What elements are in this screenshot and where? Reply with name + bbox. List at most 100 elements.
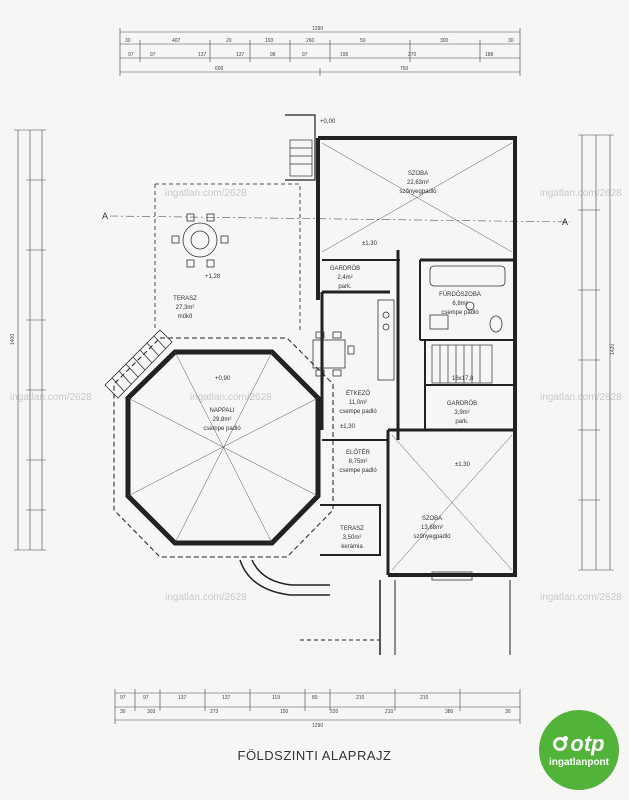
dim-bottom-row2: 303 bbox=[147, 709, 156, 715]
dim-top-row2: 137 bbox=[236, 52, 245, 58]
dim-bottom-row1: 210 bbox=[356, 695, 365, 701]
room-area: 6,8m² bbox=[452, 301, 467, 307]
room-labels: SZOBA 22,63m² szőnyegpadló TERASZ 27,3m²… bbox=[173, 171, 481, 550]
room-area: 29,8m² bbox=[213, 417, 232, 423]
dim-top-row2: 188 bbox=[485, 52, 494, 58]
room-name: GARDRÓB bbox=[330, 265, 360, 272]
room-floor: szőnyegpadló bbox=[399, 189, 437, 195]
watermark-text: ingatlan.com/2628 bbox=[540, 392, 622, 403]
dim-top-row: 407 bbox=[172, 38, 181, 44]
otp-logo-word: otp bbox=[570, 730, 605, 756]
room-diagonals bbox=[127, 142, 513, 571]
watermark-layer: ingatlan.com/2628 ingatlan.com/2628 inga… bbox=[10, 188, 622, 603]
room-floor: csempe padló bbox=[441, 310, 479, 316]
garage-door bbox=[431, 571, 473, 581]
right-dimension-chain bbox=[578, 134, 614, 571]
dim-top-row: 50 bbox=[360, 38, 366, 44]
section-mark-right: A bbox=[562, 217, 568, 227]
dim-top-row2: 97 bbox=[302, 52, 308, 58]
drawing-caption: FÖLDSZINTI ALAPRAJZ bbox=[237, 748, 392, 763]
dim-top-row2: 98 bbox=[270, 52, 276, 58]
dim-top-row2: 137 bbox=[198, 52, 207, 58]
room-name: GARDRÓB bbox=[447, 400, 477, 407]
dim-bottom-row2: 220 bbox=[330, 709, 339, 715]
room-gardrob-1: GARDRÓB 2,4m² park. bbox=[330, 265, 360, 290]
level-terrace: +1,28 bbox=[205, 274, 221, 280]
room-floor: park. bbox=[455, 419, 469, 425]
room-area: 8,75m² bbox=[349, 459, 368, 465]
dim-bottom-row1: 97 bbox=[143, 695, 149, 701]
section-line: A A bbox=[102, 211, 571, 227]
outdoor-stairs bbox=[104, 329, 173, 399]
otp-ingatlanpont-logo: otp ingatlanpont bbox=[539, 710, 619, 790]
dim-top-row: 193 bbox=[265, 38, 274, 44]
dim-top-row: 30 bbox=[508, 38, 514, 44]
room-area: 22,63m² bbox=[407, 180, 429, 186]
top-dimension-chain bbox=[119, 28, 521, 76]
dim-bottom-row1: 137 bbox=[222, 695, 231, 701]
dim-bottom-row1: 80 bbox=[312, 695, 318, 701]
stair-label: 16x17,8 bbox=[452, 376, 474, 382]
dim-top-row: 300 bbox=[440, 38, 449, 44]
watermark-text: ingatlan.com/2628 bbox=[165, 188, 247, 199]
otp-logo-subtitle: ingatlanpont bbox=[549, 756, 609, 768]
room-floor: szőnyegpadló bbox=[413, 534, 451, 540]
dim-top-row2: 195 bbox=[340, 52, 349, 58]
room-floor: kerámia bbox=[341, 544, 363, 550]
room-name: ELŐTÉR bbox=[346, 449, 371, 456]
otp-logo-row: otp bbox=[553, 730, 605, 756]
room-name: SZOBA bbox=[408, 171, 428, 177]
dim-top-total: 1290 bbox=[312, 26, 323, 32]
dim-bottom-row2: 210 bbox=[385, 709, 394, 715]
room-furdoszoba: FÜRDŐSZOBA 6,8m² csempe padló bbox=[439, 291, 481, 316]
level-main: ±1,30 bbox=[340, 424, 356, 430]
level-main: ±1,30 bbox=[362, 241, 378, 247]
terrace-table bbox=[171, 213, 229, 268]
dim-right-total: 1420 bbox=[610, 344, 616, 355]
room-floor: csempe padló bbox=[339, 409, 377, 415]
dim-bottom-row1: 119 bbox=[272, 695, 280, 701]
room-szoba-2: SZOBA 13,68m² szőnyegpadló bbox=[413, 516, 451, 540]
left-dimension-chain bbox=[14, 129, 46, 551]
room-nappali: NAPPALI 29,8m² csempe padló bbox=[203, 408, 241, 432]
bottom-dimension-chain bbox=[114, 689, 521, 724]
room-floor: csempe padló bbox=[339, 468, 377, 474]
level-main: ±1,30 bbox=[455, 462, 471, 468]
room-terasz-2: TERASZ 3,50m² kerámia bbox=[340, 526, 364, 550]
room-name: TERASZ bbox=[340, 526, 364, 532]
room-area: 13,68m² bbox=[421, 525, 443, 531]
dim-bottom-row2: 150 bbox=[280, 709, 289, 715]
otp-ring-icon bbox=[553, 735, 569, 751]
dim-top-row: 20 bbox=[226, 38, 232, 44]
dim-top-row2: 97 bbox=[128, 52, 134, 58]
dim-top-row3: 690 bbox=[215, 66, 224, 72]
dim-bottom-row2: 273 bbox=[210, 709, 219, 715]
level-markers: +0,00 ±1,30 ±1,30 ±1,30 +1,28 +0,90 16x1… bbox=[205, 119, 474, 468]
watermark-text: ingatlan.com/2628 bbox=[165, 592, 247, 603]
watermark-text: ingatlan.com/2628 bbox=[540, 592, 622, 603]
dim-bottom-total: 1290 bbox=[312, 723, 323, 729]
room-area: 2,4m² bbox=[337, 275, 352, 281]
room-floor: műkő bbox=[178, 314, 193, 320]
room-name: FÜRDŐSZOBA bbox=[439, 291, 481, 298]
walls bbox=[113, 114, 517, 655]
internal-stairs bbox=[289, 139, 493, 384]
dim-bottom-row1: 137 bbox=[178, 695, 187, 701]
watermark-text: ingatlan.com/2628 bbox=[10, 392, 92, 403]
room-area: 3,50m² bbox=[343, 535, 362, 541]
room-gardrob-2: GARDRÓB 3,9m² park. bbox=[447, 400, 477, 425]
room-terasz-1: TERASZ 27,3m² műkő bbox=[173, 296, 197, 320]
dim-bottom-row1: 210 bbox=[420, 695, 429, 701]
dining-table bbox=[312, 331, 355, 377]
room-name: TERASZ bbox=[173, 296, 197, 302]
dim-top-row2: 270 bbox=[408, 52, 417, 58]
level-top: +0,00 bbox=[320, 119, 336, 125]
room-area: 27,3m² bbox=[176, 305, 195, 311]
room-name: SZOBA bbox=[422, 516, 442, 522]
room-szoba-1: SZOBA 22,63m² szőnyegpadló bbox=[399, 171, 437, 195]
dim-bottom-row1: 97 bbox=[120, 695, 126, 701]
room-area: 11,0m² bbox=[349, 400, 367, 406]
dim-bottom-row2: 30 bbox=[120, 709, 126, 715]
dim-top-row: 30 bbox=[125, 38, 131, 44]
dim-bottom-row2: 30 bbox=[505, 709, 511, 715]
